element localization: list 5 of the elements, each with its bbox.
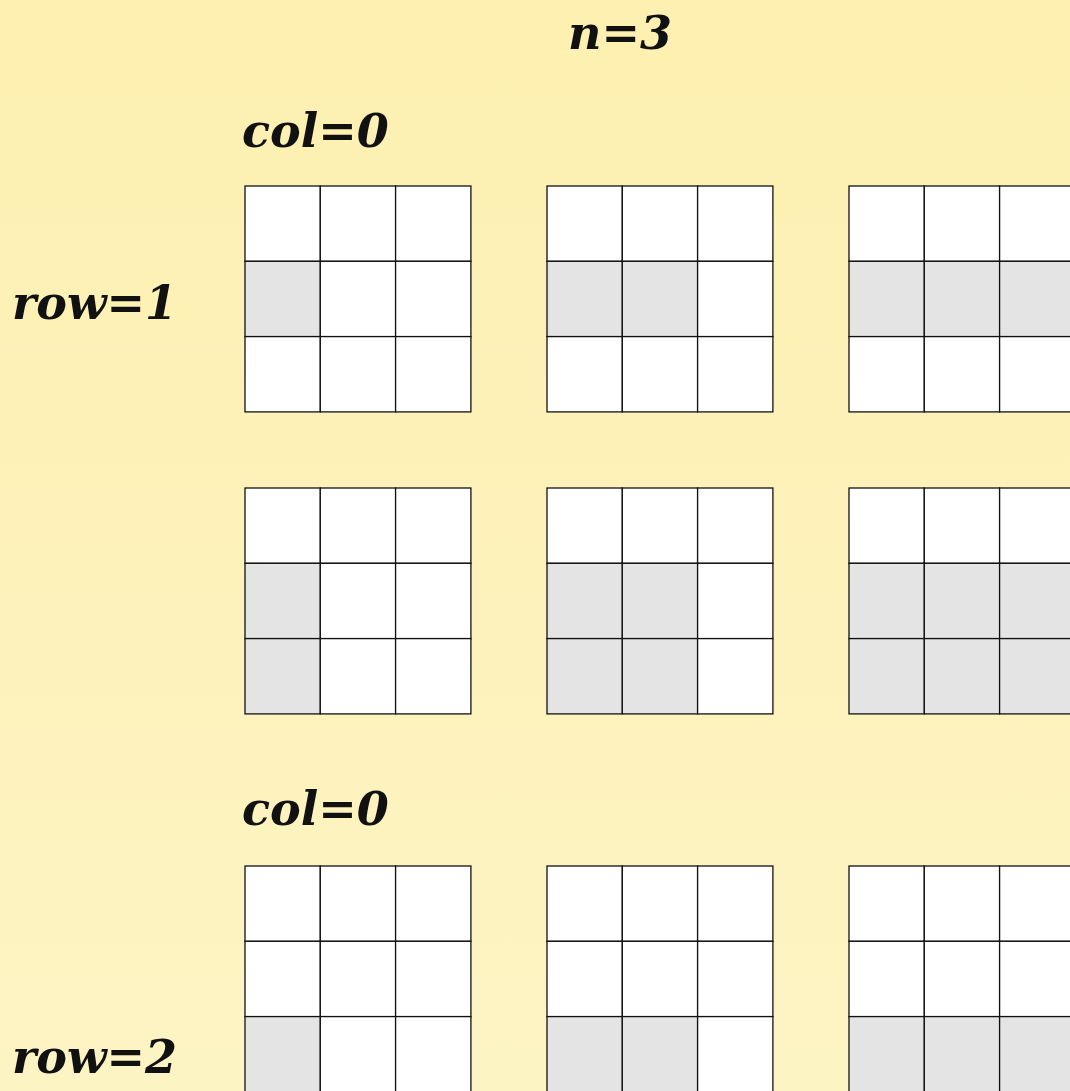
- math-label: n=3: [568, 6, 672, 60]
- math-label: row=1: [12, 276, 178, 330]
- math-label: col=0: [242, 104, 389, 158]
- math-label: row=2: [12, 1030, 178, 1084]
- math-label: col=0: [242, 782, 389, 836]
